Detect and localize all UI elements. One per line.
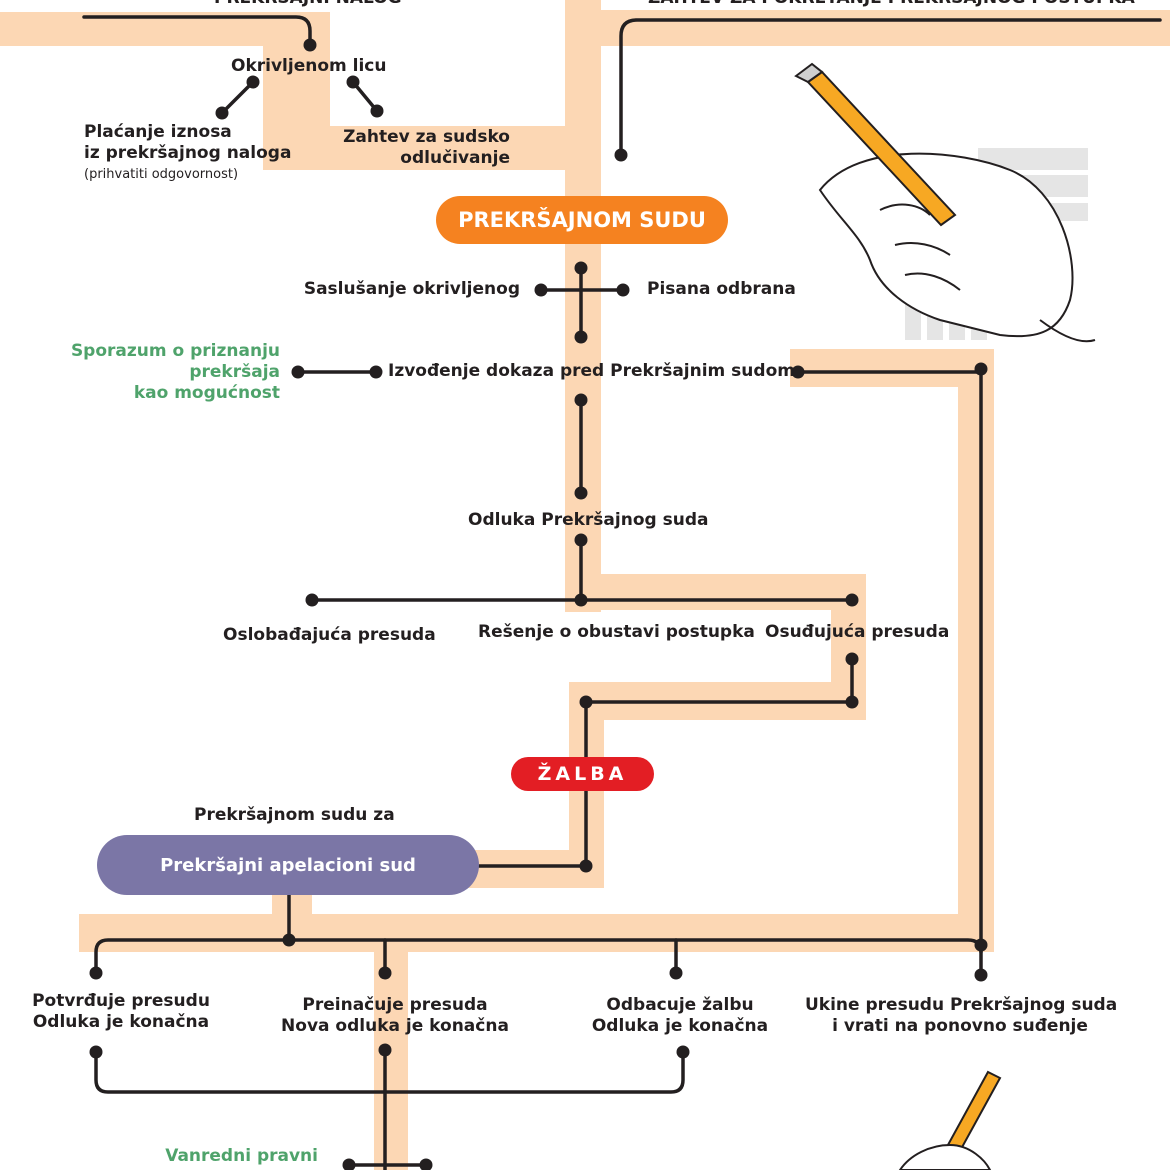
hand-with-pencil-bottom-icon bbox=[898, 1070, 1002, 1170]
pisana-odbrana-label: Pisana odbrana bbox=[647, 279, 796, 299]
ukine-presudu-label: Ukine presudu Prekršajnog suda i vrati n… bbox=[805, 995, 1118, 1036]
placanje-note: (prihvatiti odgovornost) bbox=[84, 167, 239, 182]
sporazum-label: Sporazum o priznanju prekršaja kao moguć… bbox=[70, 341, 280, 403]
resenje-obustavi-label: Rešenje o obustavi postupka bbox=[478, 622, 755, 642]
hand-with-pencil-icon bbox=[794, 62, 1096, 343]
vanredni-pravni-label: Vanredni pravni bbox=[165, 1146, 318, 1166]
potvrdjuje-label: Potvrđuje presudu Odluka je konačna bbox=[32, 991, 210, 1032]
zahtev-pokretanje-heading: ZAHTEV ZA POKRETANJE PREKRŠAJNOG POSTUPK… bbox=[648, 0, 1135, 9]
placanje-iznosa-label: Plaćanje iznosa iz prekršajnog naloga bbox=[84, 122, 292, 163]
prekrsajnom-sudu-za-label: Prekršajnom sudu za bbox=[194, 805, 395, 825]
preinacuje-label: Preinačuje presuda Nova odluka je konačn… bbox=[281, 995, 509, 1036]
zahtev-sudsko-label: Zahtev za sudsko odlučivanje bbox=[343, 127, 510, 168]
prekrsajni-nalog-heading: PREKRŠAJNI NALOG bbox=[214, 0, 402, 9]
saslusanje-label: Saslušanje okrivljenog bbox=[303, 279, 520, 299]
apelacioni-sud-pill: Prekršajni apelacioni sud bbox=[97, 835, 479, 895]
oslobadjajuca-label: Oslobađajuća presuda bbox=[223, 625, 436, 645]
zalba-pill: ŽALBA bbox=[511, 757, 654, 791]
prekrsajni-sud-pill: PREKRŠAJNOM SUDU bbox=[436, 196, 728, 244]
odbacuje-label: Odbacuje žalbu Odluka je konačna bbox=[591, 995, 769, 1036]
osudjujuca-label: Osuđujuća presuda bbox=[765, 622, 950, 642]
odluka-suda-label: Odluka Prekršajnog suda bbox=[468, 510, 709, 530]
izvodjenje-dokaza-label: Izvođenje dokaza pred Prekršajnim sudom bbox=[388, 361, 795, 381]
okrivljenom-licu-label: Okrivljenom licu bbox=[231, 56, 387, 76]
connector-dots bbox=[89, 38, 988, 1170]
